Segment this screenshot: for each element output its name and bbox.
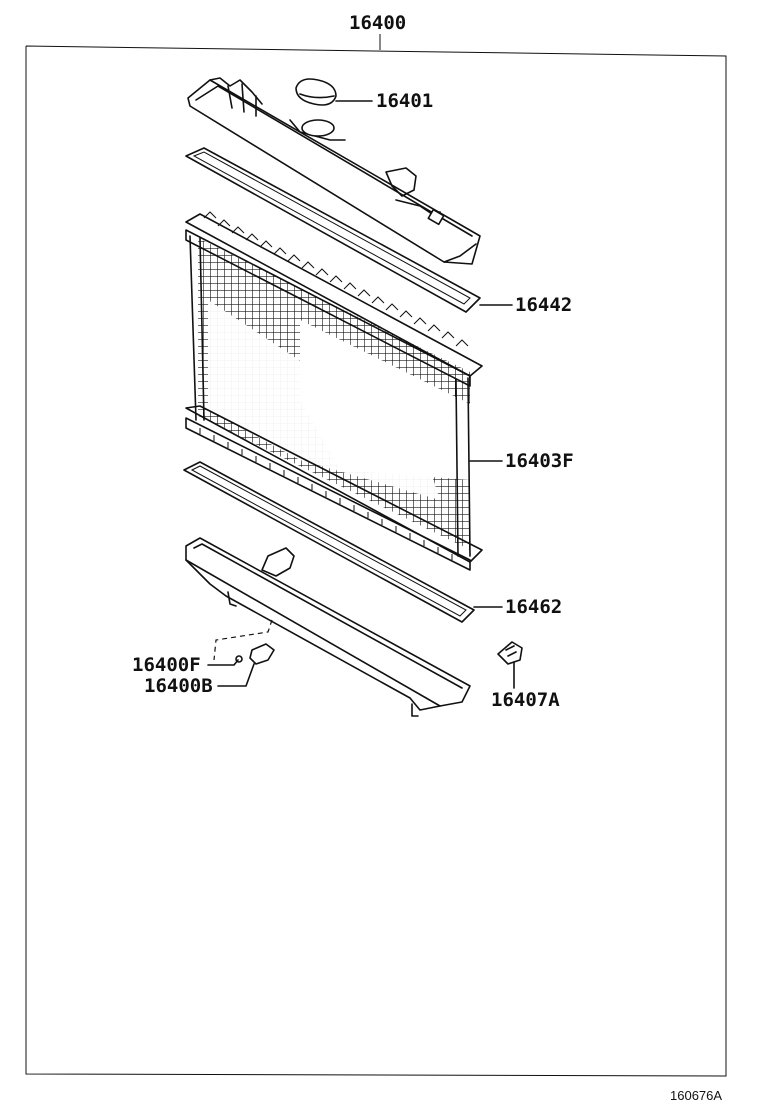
label-temp-switch: 16407A <box>491 689 560 711</box>
label-core: 16403F <box>505 450 574 472</box>
label-drain-cock: 16400B <box>144 675 213 697</box>
core-top-header-tabs <box>203 211 469 347</box>
upper-tank <box>187 77 481 265</box>
radiator-cap <box>295 78 337 106</box>
assembly-label: 16400 <box>349 12 406 34</box>
leader-drain-cock <box>217 663 255 687</box>
label-upper-gasket: 16442 <box>515 294 572 316</box>
label-lower-gasket: 16462 <box>505 596 562 618</box>
figure-reference: 160676A <box>670 1088 722 1103</box>
drain-cock-assembly <box>213 619 275 665</box>
leader-drain-o-ring <box>207 659 239 666</box>
label-cap: 16401 <box>376 90 433 112</box>
frame-border <box>25 34 727 1077</box>
core-bottom-header-tabs <box>199 428 453 560</box>
temp-switch <box>497 641 523 665</box>
label-drain-o-ring: 16400F <box>132 654 201 676</box>
lower-tank <box>185 537 471 717</box>
radiator-core <box>185 211 483 571</box>
upper-gasket <box>185 147 481 313</box>
lower-gasket <box>183 461 475 623</box>
